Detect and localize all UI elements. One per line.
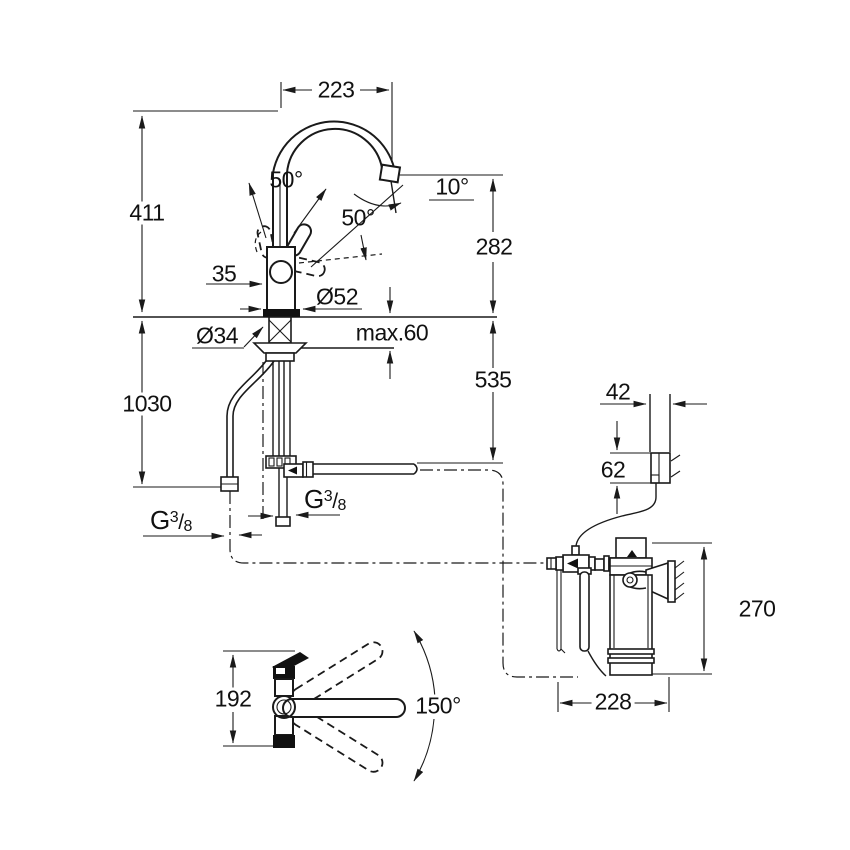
sensor-rod [556, 648, 566, 654]
supply-hoses [220, 360, 418, 527]
dim-box-height: 62 [597, 458, 629, 482]
bracket-bolt [622, 572, 638, 588]
pipe-nut [302, 461, 314, 478]
wall-plate [667, 560, 676, 603]
filter-unit [546, 452, 685, 677]
faucet-front-view [252, 120, 402, 362]
thread-base: G [150, 505, 170, 535]
spout-side [282, 698, 406, 718]
dim-spout-height: 411 [126, 201, 168, 225]
base-escutcheon [263, 309, 300, 317]
swivel-joint [272, 695, 296, 719]
dim-filter-height: 270 [738, 595, 776, 622]
dim-hose-length: 1030 [119, 392, 175, 416]
dim-spout-projection: 223 [314, 78, 358, 102]
dim-thread-left: G3/8 [150, 507, 192, 535]
dim-side-body-height: 192 [211, 687, 255, 711]
dim-filter-wall-offset: 228 [591, 690, 635, 714]
handle-joint [269, 260, 293, 284]
dim-handle-offset: 35 [211, 260, 237, 287]
controller-box [650, 452, 671, 484]
spout-inner-arc [286, 127, 383, 174]
aerator [378, 163, 402, 184]
hidden-lever-outline [254, 231, 262, 253]
dim-box-width: 42 [605, 378, 631, 405]
dim-handle-tilt-angle: 50° [341, 204, 375, 231]
flow-arrow [567, 558, 578, 569]
dim-base-diameter: Ø52 [316, 283, 358, 310]
dim-swivel-range: 150° [412, 694, 464, 718]
thread-slash: / [178, 511, 184, 534]
pipe-centerlines [229, 362, 578, 678]
flow-arrow [288, 466, 297, 475]
spout-outer-arc [272, 120, 397, 181]
outlet-direction-line [390, 180, 397, 214]
alignment-mark [627, 550, 637, 557]
thread-base: G [304, 484, 324, 514]
dim-outlet-clearance: 282 [472, 235, 516, 259]
dim-handle-swing-angle: 50° [269, 166, 303, 193]
hose-end-fitting [275, 516, 291, 527]
side-base [273, 735, 295, 748]
dim-max-deck-thickness: max.60 [352, 321, 432, 345]
dim-hose-drop: 535 [471, 368, 515, 392]
thread-numerator: 3 [323, 488, 333, 505]
thread-denominator: 8 [183, 518, 193, 535]
controller-cable [575, 483, 657, 547]
outlet-hose [579, 571, 590, 652]
thread-denominator: 8 [337, 497, 347, 514]
thread-slash: / [332, 490, 338, 513]
extension-lines [133, 82, 712, 747]
mounting-nut [265, 352, 295, 362]
dim-thread-right: G3/8 [304, 486, 346, 514]
faucet-side-view [272, 641, 406, 773]
mounting-washer [252, 342, 308, 354]
thread-numerator: 3 [169, 509, 179, 526]
dim-hole-diameter: Ø34 [196, 322, 238, 349]
dim-outlet-angle: 10° [435, 173, 469, 200]
